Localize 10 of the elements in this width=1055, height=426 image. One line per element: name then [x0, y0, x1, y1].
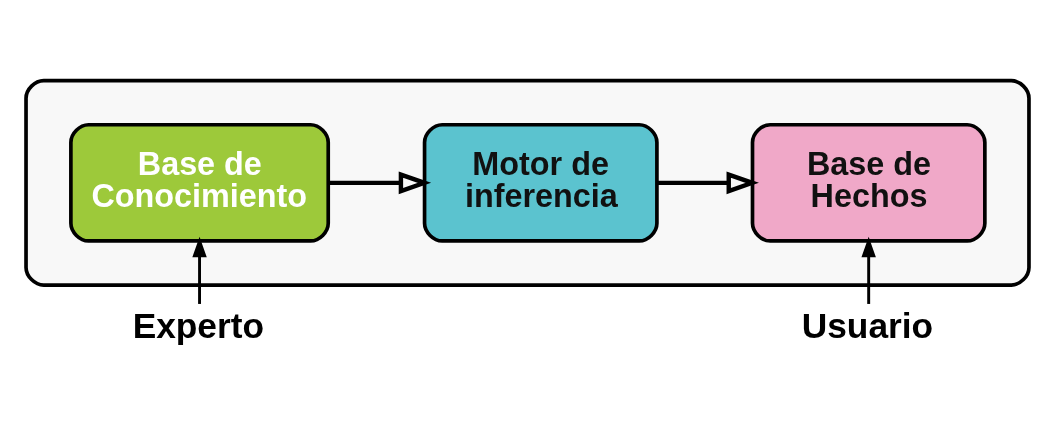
node-box: Base de Conocimiento: [69, 122, 331, 243]
arrow: [657, 171, 759, 195]
node-box: Base de Hechos: [750, 122, 987, 243]
node-text: Experto: [132, 306, 265, 346]
node-text: Usuario: [801, 306, 934, 346]
node-box: Motor de inferencia: [422, 122, 659, 243]
arrow: [192, 236, 207, 304]
cluster: [24, 78, 1031, 287]
arrow: [861, 236, 876, 304]
arrow: [328, 171, 432, 195]
